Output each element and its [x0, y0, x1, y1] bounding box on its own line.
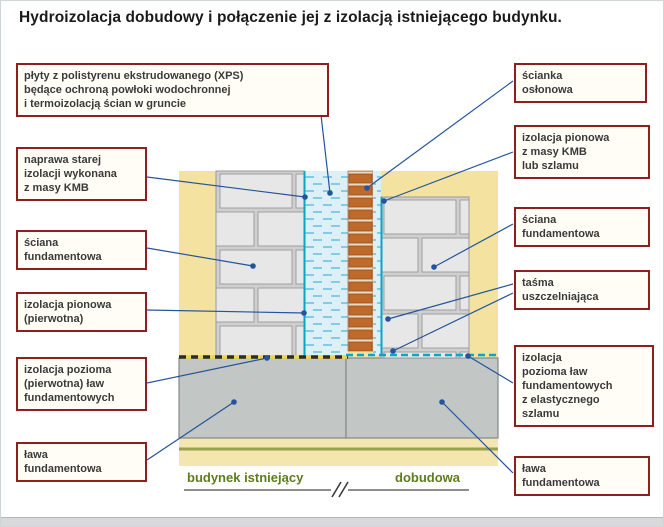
label-vertical-insulation-original: izolacja pionowa (pierwotna): [16, 292, 147, 333]
right-foundation-wall: [380, 196, 470, 359]
label-curtain-wall: ścianka osłonowa: [514, 63, 647, 104]
label-sealing-tape: taśma uszczelniająca: [514, 270, 650, 311]
label-footing-right: ława fundamentowa: [514, 456, 650, 497]
axis-break-icon: [331, 481, 349, 498]
footer-extension: dobudowa: [395, 470, 460, 485]
footing-left: [178, 357, 347, 439]
brick-curtain-wall: [347, 170, 374, 352]
footing-right: [345, 357, 499, 439]
label-horizontal-insulation-original: izolacja pozioma (pierwotna) ław fundame…: [16, 357, 147, 412]
page-title: Hydroizolacja dobudowy i połączenie jej …: [19, 9, 562, 26]
label-foundation-wall-right: ściana fundamentowa: [514, 207, 650, 248]
leader-lines: [146, 80, 514, 474]
footer-existing-building: budynek istniejący: [187, 470, 304, 485]
bottom-scroll-strip: [1, 517, 663, 526]
label-vertical-insulation-kmb: izolacja pionowa z masy KMB lub szlamu: [514, 125, 650, 180]
label-footing-left: ława fundamentowa: [16, 442, 147, 483]
label-xps-plates: płyty z polistyrenu ekstrudowanego (XPS)…: [16, 63, 329, 118]
label-foundation-wall-left: ściana fundamentowa: [16, 230, 147, 271]
xps-hatch-zone: [304, 171, 348, 358]
label-old-insulation-repair: naprawa starej izolacji wykonana z masy …: [16, 147, 147, 202]
left-foundation-wall: [215, 170, 305, 359]
hatch-strip-right: [373, 171, 381, 355]
label-horizontal-insulation-slurry: izolacja pozioma ław fundamentowych z el…: [514, 345, 654, 428]
leader-dots: [231, 185, 471, 405]
